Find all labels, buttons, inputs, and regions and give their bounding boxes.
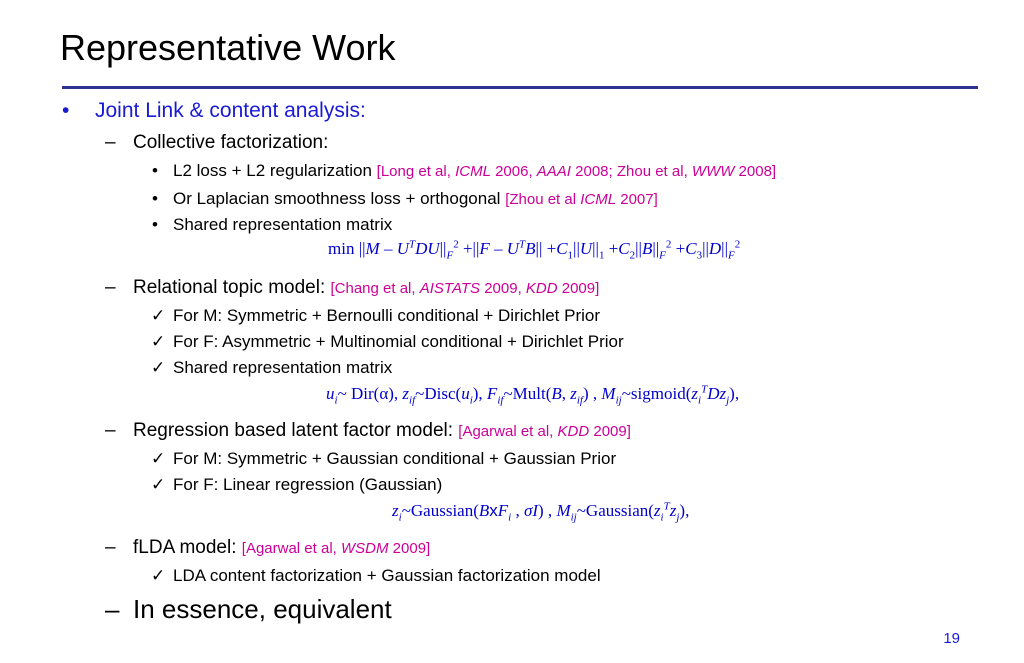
page-number: 19	[943, 630, 960, 647]
dash-marker: –	[105, 277, 116, 298]
flda-heading: fLDA model: [Agarwal et al, WSDM 2009]	[133, 537, 431, 558]
checkmark-icon: ✓	[151, 566, 166, 585]
rtm-item: For F: Asymmetric + Multinomial conditio…	[173, 332, 624, 351]
flda-item: LDA content factorization + Gaussian fac…	[173, 566, 601, 585]
relational-topic-model-equation: ui~ Dir(α), zif~Disc(ui), Fif~Mult(B, zi…	[326, 383, 740, 407]
relational-topic-model-heading: Relational topic model: [Chang et al, AI…	[133, 277, 600, 298]
citation: [Zhou et al ICML 2007]	[505, 191, 658, 208]
dash-marker: –	[105, 537, 116, 558]
regression-latent-factor-heading: Regression based latent factor model: [A…	[133, 420, 631, 441]
dash-marker: –	[105, 420, 116, 441]
rtm-item: For M: Symmetric + Bernoulli conditional…	[173, 306, 601, 325]
regression-latent-factor-equation: zi~Gaussian(BxFi , σI) , Mij~Gaussian(zi…	[392, 500, 690, 524]
title-underline	[62, 86, 978, 89]
citation: [Agarwal et al, WSDM 2009]	[241, 540, 431, 557]
checkmark-icon: ✓	[151, 449, 166, 468]
checkmark-icon: ✓	[151, 475, 166, 494]
dash-marker: –	[105, 132, 116, 153]
bullet-dot: •	[152, 215, 158, 234]
collective-factorization-equation: min ||M – UTDU||F2 +||F – UTB|| +C1||U||…	[328, 238, 741, 262]
bullet-dot: •	[152, 161, 158, 180]
cf-item-shared-matrix: Shared representation matrix	[173, 215, 393, 234]
citation: [Chang et al, AISTATS 2009, KDD 2009]	[330, 280, 600, 297]
checkmark-icon: ✓	[151, 358, 166, 377]
citation: [Long et al, ICML 2006, AAAI 2008; Zhou …	[376, 163, 777, 180]
collective-factorization-heading: Collective factorization:	[133, 132, 329, 153]
bullet-dot: •	[62, 99, 70, 122]
cf-item-laplacian-text: Or Laplacian smoothness loss + orthogona…	[173, 189, 501, 208]
cf-item-l2-loss-text: L2 loss + L2 regularization	[173, 161, 372, 180]
bullet-joint-analysis: Joint Link & content analysis:	[95, 99, 366, 122]
citation: [Agarwal et al, KDD 2009]	[458, 423, 631, 440]
dash-marker: –	[105, 594, 120, 624]
cf-item-l2-loss: L2 loss + L2 regularization [Long et al,…	[173, 161, 776, 182]
checkmark-icon: ✓	[151, 306, 166, 325]
checkmark-icon: ✓	[151, 332, 166, 351]
rtm-item: Shared representation matrix	[173, 358, 393, 377]
rlf-item: For F: Linear regression (Gaussian)	[173, 475, 443, 494]
slide-title: Representative Work	[60, 27, 396, 68]
rlf-item: For M: Symmetric + Gaussian conditional …	[173, 449, 617, 468]
cf-item-laplacian: Or Laplacian smoothness loss + orthogona…	[173, 189, 658, 210]
bullet-dot: •	[152, 189, 158, 208]
in-essence-equivalent: In essence, equivalent	[133, 594, 392, 624]
